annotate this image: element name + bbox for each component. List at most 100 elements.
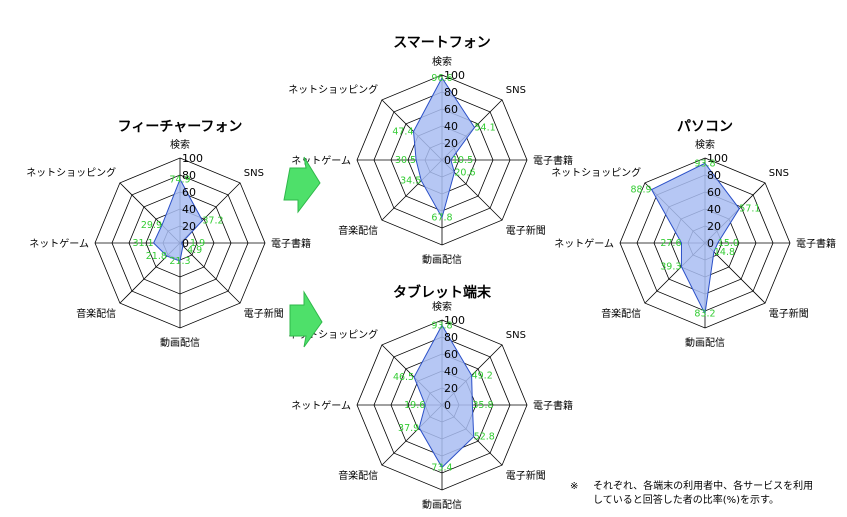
category-label: 動画配信 xyxy=(422,498,462,511)
data-area xyxy=(152,178,204,262)
data-area xyxy=(412,76,476,219)
value-label: 67.8 xyxy=(431,213,452,224)
value-label: 14.8 xyxy=(714,247,735,258)
data-area xyxy=(413,324,475,469)
value-label: 34.5 xyxy=(400,176,421,187)
tick-label: 40 xyxy=(444,365,458,378)
value-label: 93.8 xyxy=(694,158,715,169)
category-label: 電子書籍 xyxy=(533,154,573,167)
tick-label: 40 xyxy=(182,203,196,216)
radar-chart-2: スマートフォン100806040200検索SNS電子書籍電子新聞動画配信音楽配信… xyxy=(288,35,573,266)
category-label: SNS xyxy=(244,168,264,179)
footnote-line-2: していると回答した者の比率(%)を示す。 xyxy=(593,493,779,506)
tick-label: 20 xyxy=(182,220,196,233)
value-label: 46.5 xyxy=(393,372,414,383)
category-label: 検索 xyxy=(432,55,452,68)
value-label: 21.3 xyxy=(169,256,190,267)
radar-charts: フィーチャーフォン100806040200検索SNS電子書籍電子新聞動画配信音楽… xyxy=(26,35,836,511)
value-label: 73.4 xyxy=(431,462,452,473)
value-label: 88.9 xyxy=(630,185,651,196)
category-label: 音楽配信 xyxy=(338,224,378,237)
tick-label: 40 xyxy=(707,203,721,216)
arrow-to-smartphone-icon xyxy=(283,156,321,214)
category-label: 検索 xyxy=(695,138,715,151)
tick-label: 0 xyxy=(707,237,714,250)
value-label: 96.6 xyxy=(431,73,452,84)
category-label: ネットショッピング xyxy=(551,166,641,179)
category-label: 動画配信 xyxy=(160,336,200,349)
category-label: 電子新聞 xyxy=(506,224,546,237)
tick-label: 60 xyxy=(444,348,458,361)
category-label: 検索 xyxy=(432,300,452,313)
value-label: 15.0 xyxy=(718,238,739,249)
chart-title: スマートフォン xyxy=(393,35,491,51)
tick-label: 20 xyxy=(707,220,721,233)
tick-label: 0 xyxy=(182,237,189,250)
category-label: 電子書籍 xyxy=(533,399,573,412)
value-label: 10.5 xyxy=(452,155,473,166)
value-label: 54.1 xyxy=(475,123,496,134)
tick-label: 0 xyxy=(444,399,451,412)
tick-label: 80 xyxy=(182,169,196,182)
category-label: 動画配信 xyxy=(422,253,462,266)
value-label: 37.9 xyxy=(398,423,419,434)
tick-label: 60 xyxy=(182,186,196,199)
grid-spoke xyxy=(179,242,241,304)
value-label: 52.8 xyxy=(474,432,495,443)
value-label: 93.8 xyxy=(431,320,452,331)
value-label: 27.6 xyxy=(660,238,681,249)
value-label: 57.1 xyxy=(739,204,760,215)
category-label: ネットゲーム xyxy=(29,238,89,250)
category-label: 音楽配信 xyxy=(601,307,641,320)
tick-label: 20 xyxy=(444,382,458,395)
value-label: 30.5 xyxy=(395,155,416,166)
radar-chart-3: パソコン100806040200検索SNS電子書籍電子新聞動画配信音楽配信ネット… xyxy=(551,119,836,349)
value-label: 47.4 xyxy=(392,127,413,138)
value-label: 31.1 xyxy=(132,238,153,249)
radar-chart-4: タブレット端末100806040200検索SNS電子書籍電子新聞動画配信音楽配信… xyxy=(288,284,573,511)
chart-title: パソコン xyxy=(677,119,733,135)
category-label: SNS xyxy=(506,330,526,341)
tick-label: 80 xyxy=(444,86,458,99)
value-label: 39.3 xyxy=(660,262,681,273)
value-label: 20.6 xyxy=(454,167,475,178)
value-label: 37.2 xyxy=(202,216,223,227)
value-label: 83.2 xyxy=(694,309,715,320)
value-label: 4.9 xyxy=(187,245,202,256)
category-label: 電子新聞 xyxy=(769,307,809,320)
category-label: 電子書籍 xyxy=(796,237,836,250)
arrow-to-tablet-icon xyxy=(289,290,323,348)
chart-title: フィーチャーフォン xyxy=(118,119,243,135)
tick-label: 100 xyxy=(444,69,465,82)
value-label: 35.8 xyxy=(472,400,493,411)
data-area xyxy=(650,162,740,316)
category-label: 検索 xyxy=(170,138,190,151)
value-label: 74.9 xyxy=(169,174,190,185)
tick-label: 100 xyxy=(707,152,728,165)
category-label: ネットゲーム xyxy=(291,155,351,167)
category-label: SNS xyxy=(769,168,789,179)
tick-label: 60 xyxy=(444,103,458,116)
tick-label: 100 xyxy=(444,314,465,327)
radar-chart-1: フィーチャーフォン100806040200検索SNS電子書籍電子新聞動画配信音楽… xyxy=(26,119,311,349)
value-label: 21.8 xyxy=(146,251,167,262)
tick-label: 20 xyxy=(444,137,458,150)
category-label: SNS xyxy=(506,85,526,96)
value-label: 29.9 xyxy=(141,220,162,231)
category-label: 電子書籍 xyxy=(271,237,311,250)
category-label: ネットショッピング xyxy=(288,83,378,96)
category-label: ネットゲーム xyxy=(554,238,614,250)
grid-spoke xyxy=(704,242,766,304)
category-label: ネットゲーム xyxy=(291,400,351,412)
tick-label: 0 xyxy=(444,154,451,167)
tick-label: 60 xyxy=(707,186,721,199)
tick-label: 100 xyxy=(182,152,203,165)
chart-title: タブレット端末 xyxy=(393,284,492,301)
tick-label: 80 xyxy=(707,169,721,182)
tick-label: 80 xyxy=(444,331,458,344)
footnote-mark: ※ xyxy=(570,481,578,492)
category-label: 電子新聞 xyxy=(506,469,546,482)
value-label: 19.6 xyxy=(404,400,425,411)
footnote-line-1: それぞれ、各端末の利用者中、各サービスを利用 xyxy=(593,479,813,492)
